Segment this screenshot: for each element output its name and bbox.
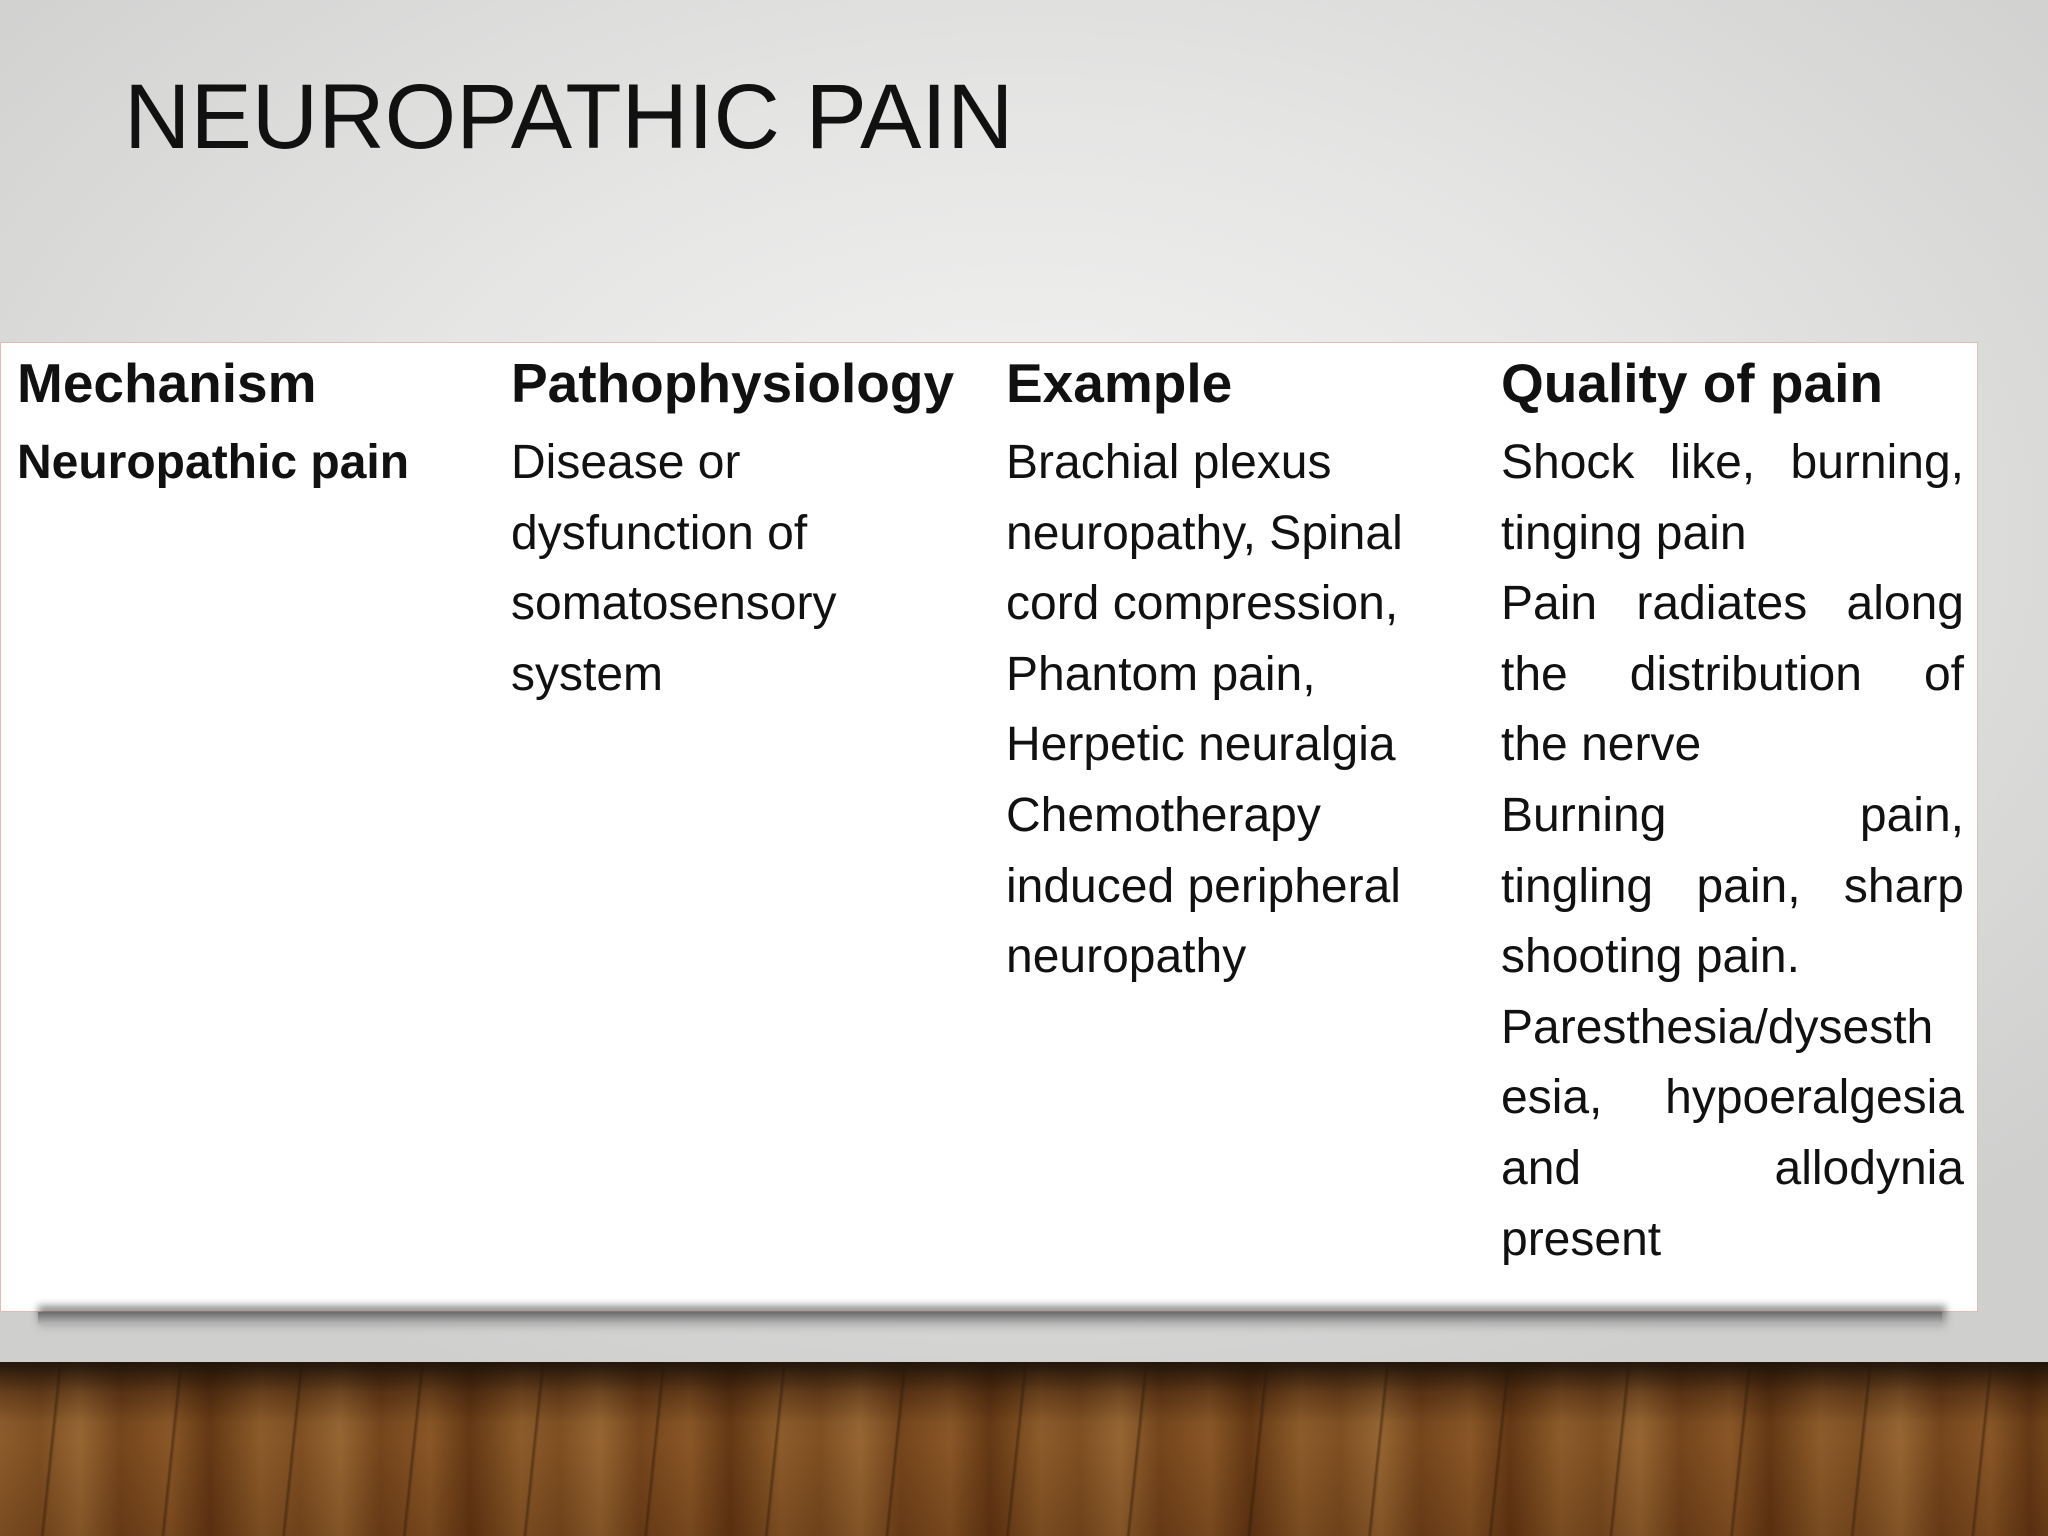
word: burning, xyxy=(1790,436,1964,489)
text-line: somatosensory xyxy=(511,577,837,631)
cell-pathophysiology: Disease or dysfunction of somatosensory … xyxy=(511,428,836,710)
board-edge xyxy=(38,1312,1942,1324)
text-line: Pain radiates along xyxy=(1501,569,1964,640)
word: of xyxy=(1923,647,1964,701)
slide-title: NEUROPATHIC PAIN xyxy=(124,66,1014,168)
header-pathophysiology: Pathophysiology xyxy=(511,352,955,414)
text-line: shooting pain. xyxy=(1501,930,1800,984)
text-line: neuropathy, Spinal xyxy=(1006,506,1403,560)
cell-quality: Shock like, burning, tinging pain Pain r… xyxy=(1501,428,1964,1275)
text-line: system xyxy=(511,647,664,701)
cell-example: Brachial plexus neuropathy, Spinal cord … xyxy=(1006,428,1403,993)
text-line: Shock like, burning, xyxy=(1501,428,1964,499)
word: Shock xyxy=(1501,436,1635,489)
floor-shade xyxy=(0,1362,2048,1536)
text-line: tingling pain, sharp xyxy=(1501,852,1964,923)
text-line: esia, hypoeralgesia xyxy=(1501,1063,1964,1134)
text-line: and allodynia xyxy=(1501,1134,1964,1205)
text-line: Burning pain, xyxy=(1501,781,1964,852)
text-line: Chemotherapy xyxy=(1006,788,1321,842)
word: Burning xyxy=(1501,788,1667,842)
text-line: the distribution of xyxy=(1501,640,1964,711)
word: Pain xyxy=(1501,577,1598,631)
word: and xyxy=(1501,1141,1582,1195)
text-line: tinging pain xyxy=(1501,506,1747,560)
word: hypoeralgesia xyxy=(1665,1071,1964,1125)
text-line: the nerve xyxy=(1501,718,1702,772)
word: esia, xyxy=(1501,1071,1603,1125)
word: sharp xyxy=(1843,859,1964,913)
text-line: Paresthesia/dysesth xyxy=(1501,1000,1934,1054)
word: distribution xyxy=(1629,647,1862,701)
word: the xyxy=(1501,647,1568,701)
text-line: Herpetic neuralgia xyxy=(1006,718,1396,772)
word: like, xyxy=(1669,436,1756,489)
cell-mechanism: Neuropathic pain xyxy=(17,436,410,489)
word: along xyxy=(1846,577,1964,631)
word: pain, xyxy=(1859,788,1964,842)
text-line: cord compression, xyxy=(1006,577,1399,631)
word: radiates xyxy=(1636,577,1808,631)
text-line: Brachial plexus xyxy=(1006,436,1332,489)
header-example: Example xyxy=(1006,352,1233,414)
pain-table: Mechanism Neuropathic pain Pathophysiolo… xyxy=(0,342,1978,1312)
header-quality: Quality of pain xyxy=(1501,352,1883,414)
text-line: neuropathy xyxy=(1006,930,1247,984)
word: pain, xyxy=(1696,859,1801,913)
text-line: Disease or xyxy=(511,436,741,489)
text-line: induced peripheral xyxy=(1006,859,1401,913)
text-line: present xyxy=(1501,1212,1662,1266)
text-line: Phantom pain, xyxy=(1006,647,1316,701)
header-mechanism: Mechanism xyxy=(17,352,317,414)
text-line: dysfunction of xyxy=(511,506,808,560)
word: tingling xyxy=(1501,859,1654,913)
word: allodynia xyxy=(1774,1141,1964,1195)
